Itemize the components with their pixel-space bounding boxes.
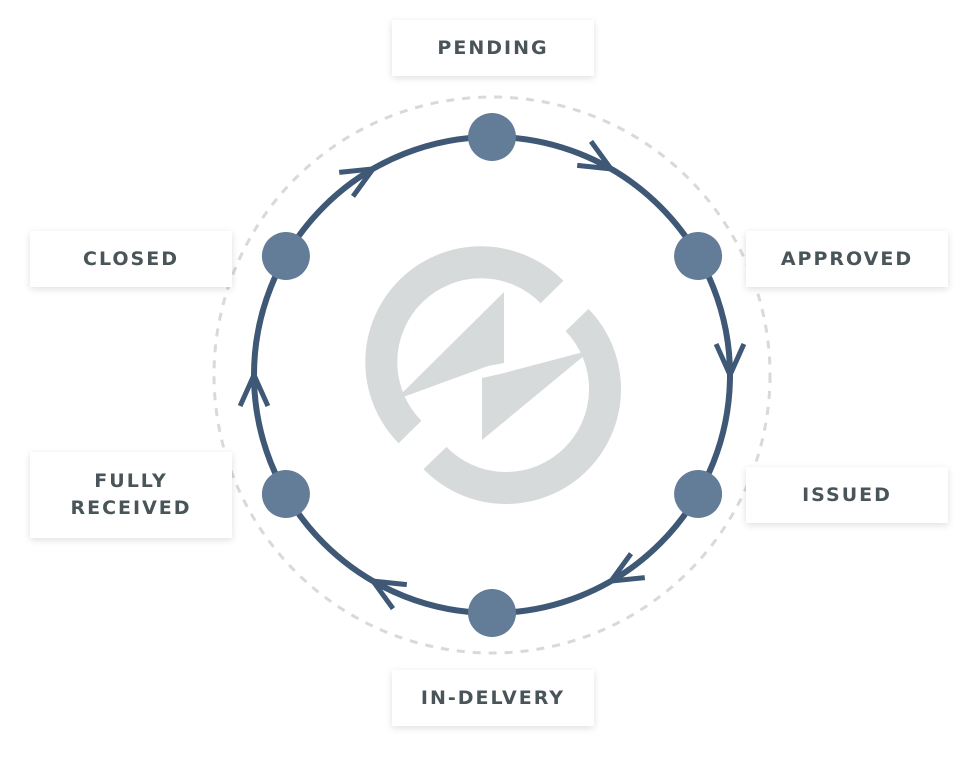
logo-arc-lower-right: [423, 308, 621, 504]
stage-label-issued: ISSUED: [746, 467, 948, 523]
flow-arrow-3: [605, 552, 646, 585]
logo-bolt-lower: [482, 350, 591, 440]
stage-label-in-delivery: IN-DELVERY: [392, 670, 594, 726]
stage-node-pending: [468, 113, 516, 161]
stage-label-fully-received: FULLY RECEIVED: [30, 452, 232, 538]
stage-label-approved: APPROVED: [746, 231, 948, 287]
flow-arrows: [237, 139, 747, 611]
cycle-path: [251, 134, 733, 616]
stage-node-in-delivery: [468, 589, 516, 637]
stage-node-approved: [674, 232, 723, 280]
logo-bolt-upper: [395, 292, 504, 400]
flow-arrow-2: [713, 342, 747, 382]
stage-node-closed: [261, 232, 310, 280]
flow-arrow-1: [576, 139, 617, 172]
center-logo-icon: [365, 246, 621, 504]
dashed-outer-ring: [212, 95, 772, 655]
stage-node-issued: [674, 470, 723, 518]
stage-label-closed: CLOSED: [30, 231, 232, 287]
flow-arrow-6: [338, 165, 379, 198]
logo-arc-upper-left: [365, 246, 564, 444]
stage-nodes: [261, 113, 723, 637]
flow-arrow-5: [237, 368, 271, 408]
stage-node-fully-received: [261, 470, 310, 518]
flow-arrow-4: [367, 578, 408, 611]
stage-label-pending: PENDING: [392, 20, 594, 76]
